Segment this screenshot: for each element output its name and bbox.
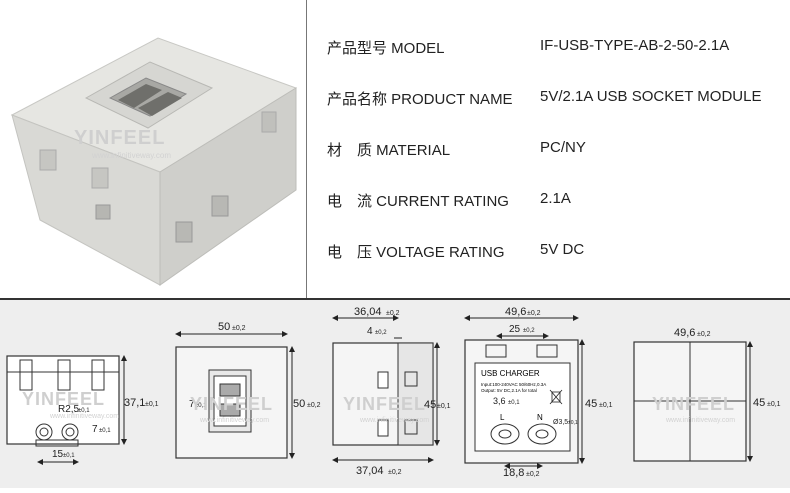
- usb-socket-module-image: YINFEEL www.infinitiveway.com: [10, 37, 298, 286]
- dim-profile-top: 36,04: [354, 306, 382, 318]
- dim-back-pin: 3,6: [493, 396, 506, 406]
- watermark-brand: YINFEEL: [190, 394, 273, 414]
- spec-row-product-name: 产品名称 PRODUCT NAME 5V/2.1A USB SOCKET MOD…: [307, 88, 790, 112]
- watermark-website: www.infinitiveway.com: [665, 417, 735, 424]
- dim-front-height: 50: [293, 398, 305, 410]
- dim-profile-step: 4: [367, 326, 373, 337]
- dim-front-height-tol: ±0,2: [307, 402, 321, 409]
- top-section: YINFEEL www.infinitiveway.com 产品型号 MODEL…: [0, 0, 790, 298]
- spec-row-material: 材 质 MATERIAL PC/NY: [307, 139, 790, 163]
- dim-back-height: 45: [585, 398, 597, 410]
- dim-side-height: 37,1: [124, 397, 145, 409]
- dim-profile-top-tol: ±0,2: [386, 310, 400, 317]
- dim-back-spacing-tol: ±0,2: [523, 328, 535, 334]
- watermark-website: www.infinitiveway.com: [199, 417, 269, 424]
- weee-bin-icon: [549, 389, 563, 405]
- dim-side-radius: R2,5: [58, 404, 80, 415]
- watermark-website: www.infinitiveway.com: [91, 151, 171, 160]
- watermark-website: www.infinitiveway.com: [49, 413, 119, 420]
- spec-value: PC/NY: [540, 139, 586, 156]
- spec-label: 电 压 VOLTAGE RATING: [327, 244, 505, 261]
- dim-front-width: 50: [218, 321, 230, 333]
- horizontal-divider: [0, 298, 790, 300]
- spec-value: 5V/2.1A USB SOCKET MODULE: [540, 88, 762, 105]
- terminal-n: N: [537, 413, 543, 422]
- spec-value: IF-USB-TYPE-AB-2-50-2.1A: [540, 37, 730, 54]
- spec-row-current: 电 流 CURRENT RATING 2.1A: [307, 190, 790, 214]
- dim-back-pin-tol: ±0,1: [508, 400, 520, 406]
- dim-rear-height: 45: [753, 397, 765, 409]
- spec-label: 产品名称 PRODUCT NAME: [327, 91, 513, 108]
- spec-value: 5V DC: [540, 241, 585, 258]
- dim-back-pin-dia: Ø3,5: [553, 419, 568, 426]
- dim-rear-height-tol: ±0,1: [767, 401, 781, 408]
- profile-view: 36,04 ±0,2 4 ±0,2 45 ±0,1 37,04 ±0,2 YIN…: [332, 306, 451, 477]
- dim-side-pin-tol: ±0,1: [99, 428, 111, 434]
- dim-back-height-tol: ±0,1: [599, 402, 613, 409]
- watermark-brand: YINFEEL: [74, 127, 165, 149]
- vertical-divider: [306, 0, 307, 298]
- spec-label: 产品型号 MODEL: [327, 40, 445, 57]
- terminal-l: L: [500, 413, 505, 422]
- back-view: USB CHARGER Input:100-240VAC 50/60Hz,0.3…: [464, 306, 613, 479]
- dim-front-opening-tol: ±0,1: [195, 403, 207, 409]
- watermark-brand: YINFEEL: [652, 394, 735, 414]
- technical-drawings: 37,1 ±0,1 R2,5 ±0,1 7 ±0,1 15 ±0,1 YINFE…: [0, 300, 790, 488]
- watermark-website: www.infinitiveway.com: [359, 417, 429, 424]
- spec-value: 2.1A: [540, 190, 571, 207]
- spec-label: 电 流 CURRENT RATING: [327, 193, 509, 210]
- dim-rear-width-tol: ±0,2: [697, 331, 711, 338]
- back-label-title: USB CHARGER: [481, 369, 540, 378]
- dim-side-pin: 7: [92, 424, 98, 435]
- watermark-brand: YINFEEL: [343, 394, 426, 414]
- dim-side-base-tol: ±0,1: [63, 453, 75, 459]
- dim-profile-height-tol: ±0,1: [437, 403, 451, 410]
- dim-rear-width: 49,6: [674, 327, 695, 339]
- dim-side-base: 15: [52, 449, 64, 460]
- front-view: 50 ±0,2 50 ±0,2 7 ±0,1 YINFEEL www.infin…: [175, 321, 321, 459]
- dim-profile-height: 45: [424, 399, 436, 411]
- dim-front-opening: 7: [189, 399, 195, 410]
- spec-row-model: 产品型号 MODEL IF-USB-TYPE-AB-2-50-2.1A: [307, 37, 790, 61]
- dim-back-spacing: 25: [509, 324, 521, 335]
- dim-side-radius-tol: ±0,1: [78, 408, 90, 414]
- spec-label: 材 质 MATERIAL: [327, 142, 451, 159]
- spec-table: 产品型号 MODEL IF-USB-TYPE-AB-2-50-2.1A 产品名称…: [307, 0, 790, 298]
- dim-back-width: 49,6: [505, 306, 526, 318]
- dim-back-width-tol: ±0,2: [527, 310, 541, 317]
- drawing-canvas: 37,1 ±0,1 R2,5 ±0,1 7 ±0,1 15 ±0,1 YINFE…: [6, 306, 781, 479]
- dim-back-pin-dia-tol: ±0,1: [568, 420, 578, 426]
- dim-profile-step-tol: ±0,2: [375, 330, 387, 336]
- dim-back-base: 18,8: [503, 467, 524, 479]
- clip-left-2: [91, 167, 109, 189]
- clip-left-1: [39, 149, 57, 171]
- back-label-line2: Output: 5V DC,2.1A for total: [481, 388, 537, 393]
- dim-profile-bottom-tol: ±0,2: [388, 469, 402, 476]
- dim-back-base-tol: ±0,2: [526, 471, 540, 478]
- dim-profile-bottom: 37,04: [356, 465, 384, 477]
- spec-row-voltage: 电 压 VOLTAGE RATING 5V DC: [307, 241, 790, 265]
- dim-front-width-tol: ±0,2: [232, 325, 246, 332]
- back-label-line1: Input:100-240VAC 50/60Hz,0.3A: [481, 382, 546, 387]
- rear-view: 49,6 ±0,2 45 ±0,1 YINFEEL www.infinitive…: [633, 327, 781, 462]
- side-view: 37,1 ±0,1 R2,5 ±0,1 7 ±0,1 15 ±0,1 YINFE…: [6, 355, 159, 465]
- product-photo: YINFEEL www.infinitiveway.com: [0, 0, 306, 298]
- watermark-brand: YINFEEL: [22, 389, 105, 409]
- dim-side-height-tol: ±0,1: [145, 401, 159, 408]
